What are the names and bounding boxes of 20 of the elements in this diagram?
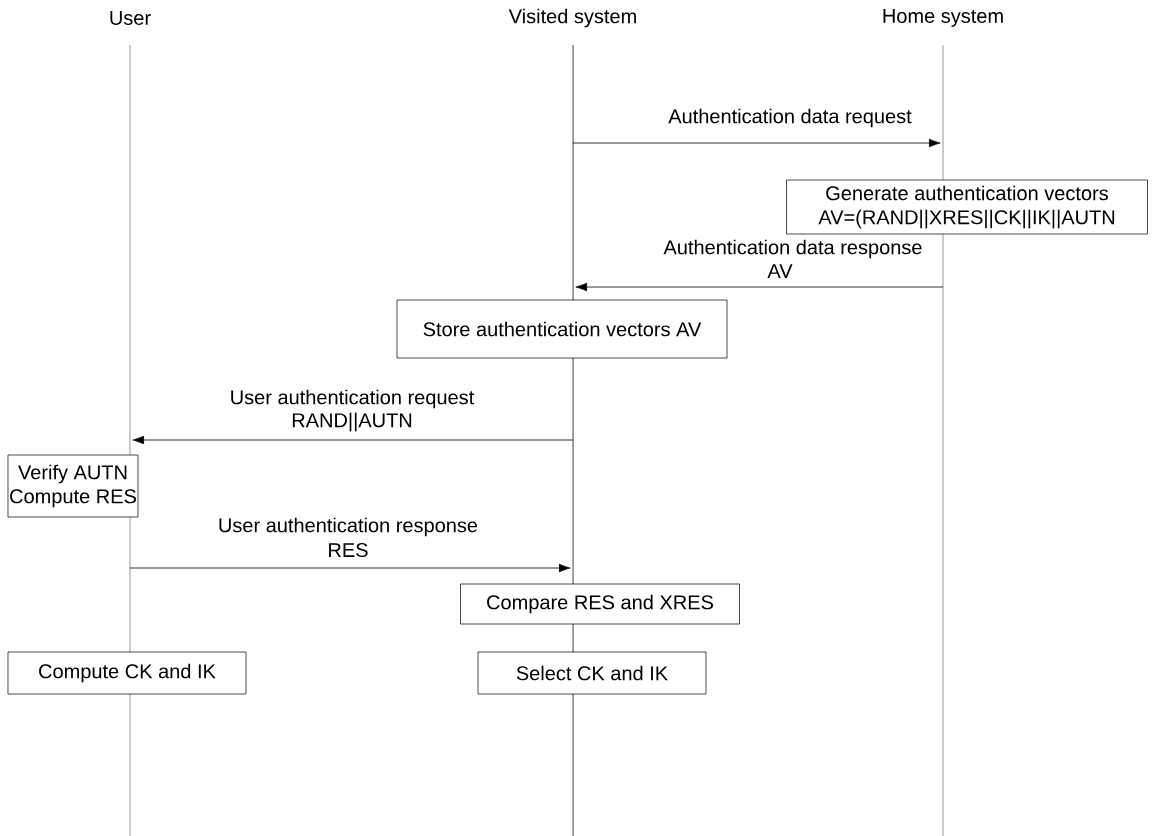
lifeline-label: Home system [883,9,1003,27]
process-box: Verify AUTN Compute RES [7,454,139,518]
message-arrow [572,138,941,148]
message-arrow [129,563,571,573]
message-parameter: RAND||AUTN [292,412,412,432]
edge-label: User authentication response [219,517,478,537]
process-box: Generate authentication vectors AV=(RAND||XRES||CK||IK||AUTN [786,179,1148,235]
lifeline-label: User [110,11,151,25]
process-box: Compare RES and XRES [460,583,740,625]
edge-label: User authentication request [231,389,475,409]
message-arrow [575,282,944,292]
process-box: Compute CK and IK [7,651,247,695]
edge-label: Authentication data response [663,239,922,259]
lifeline-label: Visited system [508,8,636,28]
edge-label: Authentication data request [668,108,912,128]
process-box: Store authentication vectors AV [396,299,728,359]
process-box: Select CK and IK [477,651,707,695]
message-arrow [132,435,574,445]
message-parameter: AV [767,264,793,278]
message-parameter: RES [329,542,368,558]
